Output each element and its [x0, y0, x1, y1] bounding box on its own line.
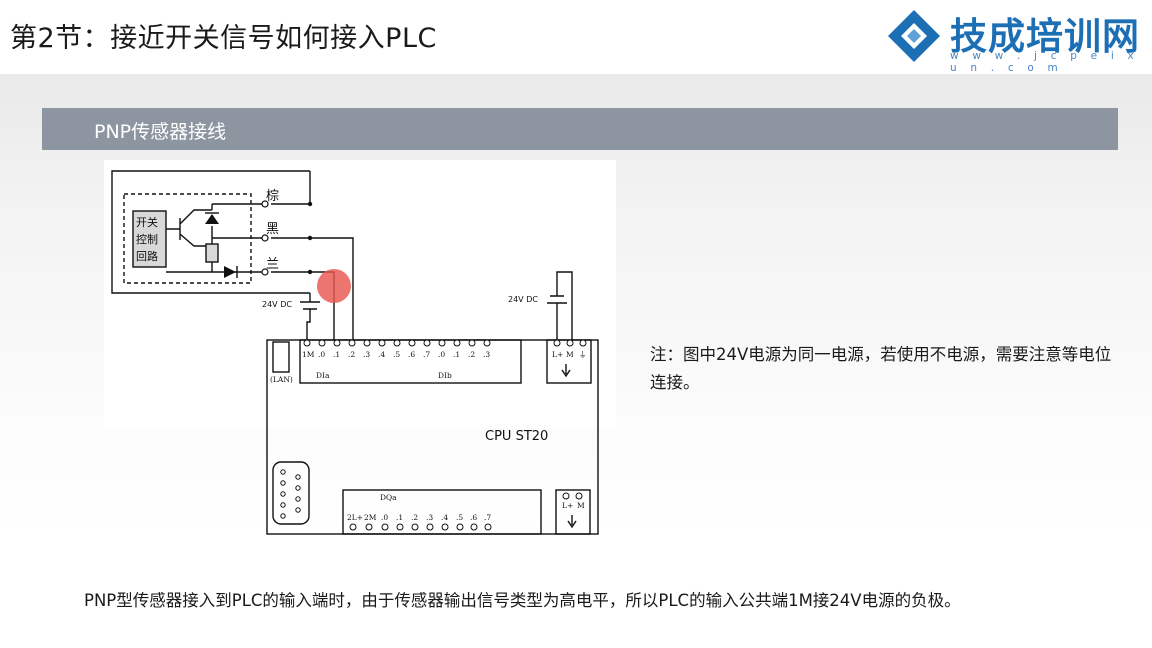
- input-terminal-label: .0: [438, 350, 445, 359]
- input-terminal-label: .2: [468, 350, 475, 359]
- output-terminal-label: 2M: [364, 513, 377, 522]
- sensor-box-label-2: 控制: [136, 232, 158, 246]
- section-label: PNP传感器接线: [94, 121, 227, 143]
- caption-text: PNP型传感器接入到PLC的输入端时，由于传感器输出信号类型为高电平，所以PLC…: [84, 591, 961, 610]
- output-terminal-label: .1: [396, 513, 403, 522]
- supply-left-label: 24V DC: [262, 300, 292, 309]
- input-terminal-label: .6: [408, 350, 415, 359]
- dq-label: DQa: [380, 493, 397, 502]
- wire-blue-label: 兰: [266, 257, 279, 272]
- cpu-label: CPU ST20: [485, 429, 548, 444]
- sensor-box-label-3: 回路: [136, 250, 158, 263]
- logo: 技成培训网 w w w . j c p e i x u n . c o m: [884, 6, 1146, 74]
- output-terminal-label: .0: [381, 513, 388, 522]
- input-terminal-label: .3: [363, 350, 370, 359]
- wire-brown-label: 棕: [266, 189, 279, 204]
- out-power-terminal-label: M: [577, 501, 585, 510]
- input-terminal-label: 1M: [302, 350, 315, 359]
- output-terminal-label: .4: [441, 513, 448, 522]
- output-terminal-label: .5: [456, 513, 463, 522]
- input-terminal-label: .2: [348, 350, 355, 359]
- logo-text: 技成培训网: [950, 15, 1140, 58]
- header: 第2节：接近开关信号如何接入PLC 技成培训网 w w w . j c p e …: [0, 0, 1152, 74]
- di-b-label: DIb: [438, 371, 452, 380]
- input-terminal-label: .0: [318, 350, 325, 359]
- output-terminal-label: 2L+: [347, 513, 363, 522]
- output-terminal-label: .3: [426, 513, 433, 522]
- input-terminal-label: .4: [378, 350, 385, 359]
- output-terminal-label: .7: [484, 513, 491, 522]
- input-terminal-label: .5: [393, 350, 400, 359]
- lan-label: (LAN): [270, 375, 293, 384]
- out-power-terminal-label: L+: [562, 501, 573, 510]
- input-terminal-label: .1: [453, 350, 460, 359]
- power-terminal-label: ⏚: [579, 350, 587, 359]
- power-terminal-label: L+: [552, 350, 563, 359]
- sensor-box-label-1: 开关: [136, 215, 158, 229]
- supply-right-label: 24V DC: [508, 295, 538, 304]
- cursor-highlight: [317, 269, 351, 303]
- output-terminal-label: .6: [470, 513, 477, 522]
- diamond-icon: [888, 10, 940, 62]
- note-text: 注：图中24V电源为同一电源，若使用不电源，需要注意等电位连接。: [650, 345, 1112, 392]
- input-terminal-label: .3: [483, 350, 490, 359]
- output-terminal-label: .2: [411, 513, 418, 522]
- logo-url: w w w . j c p e i x u n . c o m: [950, 50, 1139, 74]
- input-terminal-label: .1: [333, 350, 340, 359]
- section-bar: PNP传感器接线: [42, 108, 1118, 150]
- power-terminal-label: M: [566, 350, 574, 359]
- di-a-label: DIa: [316, 371, 330, 380]
- page-title: 第2节：接近开关信号如何接入PLC: [10, 23, 437, 54]
- wire-black-label: 黑: [266, 222, 279, 237]
- input-terminal-label: .7: [423, 350, 430, 359]
